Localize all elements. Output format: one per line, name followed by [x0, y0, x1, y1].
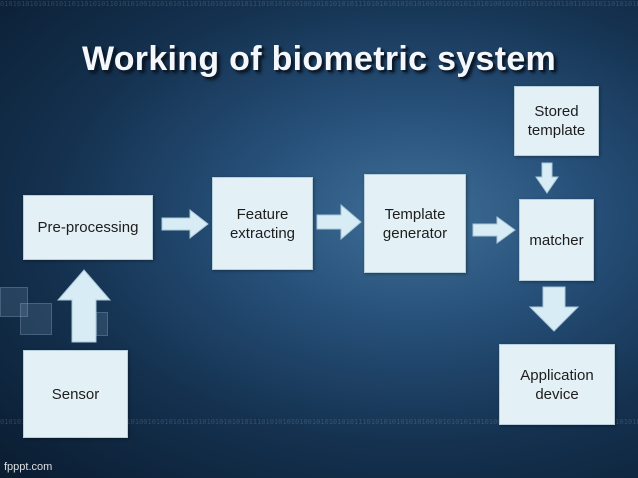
- arrow-right-icon: [161, 208, 209, 240]
- arrow-right-icon: [472, 216, 516, 244]
- matcher-box: matcher: [519, 199, 594, 281]
- stored-template-box: Stored template: [514, 86, 599, 156]
- binary-pattern-bottom: 0101010101010101101101010110101010010101…: [0, 418, 638, 426]
- slide-title: Working of biometric system: [81, 40, 557, 78]
- application-device-box: Application device: [499, 344, 615, 425]
- decorative-square: [0, 287, 28, 317]
- arrow-up-icon: [56, 269, 112, 343]
- pre-processing-box: Pre-processing: [23, 195, 153, 260]
- template-generator-box: Template generator: [364, 174, 466, 273]
- arrow-down-icon: [535, 162, 559, 194]
- decorative-square: [20, 303, 52, 335]
- sensor-box: Sensor: [23, 350, 128, 438]
- arrow-right-icon: [316, 203, 362, 241]
- arrow-down-icon: [528, 286, 580, 332]
- feature-extracting-box: Feature extracting: [212, 177, 313, 270]
- binary-pattern-top: 0101010101010101101101010110101010010101…: [0, 0, 638, 8]
- watermark: fpppt.com: [4, 461, 53, 473]
